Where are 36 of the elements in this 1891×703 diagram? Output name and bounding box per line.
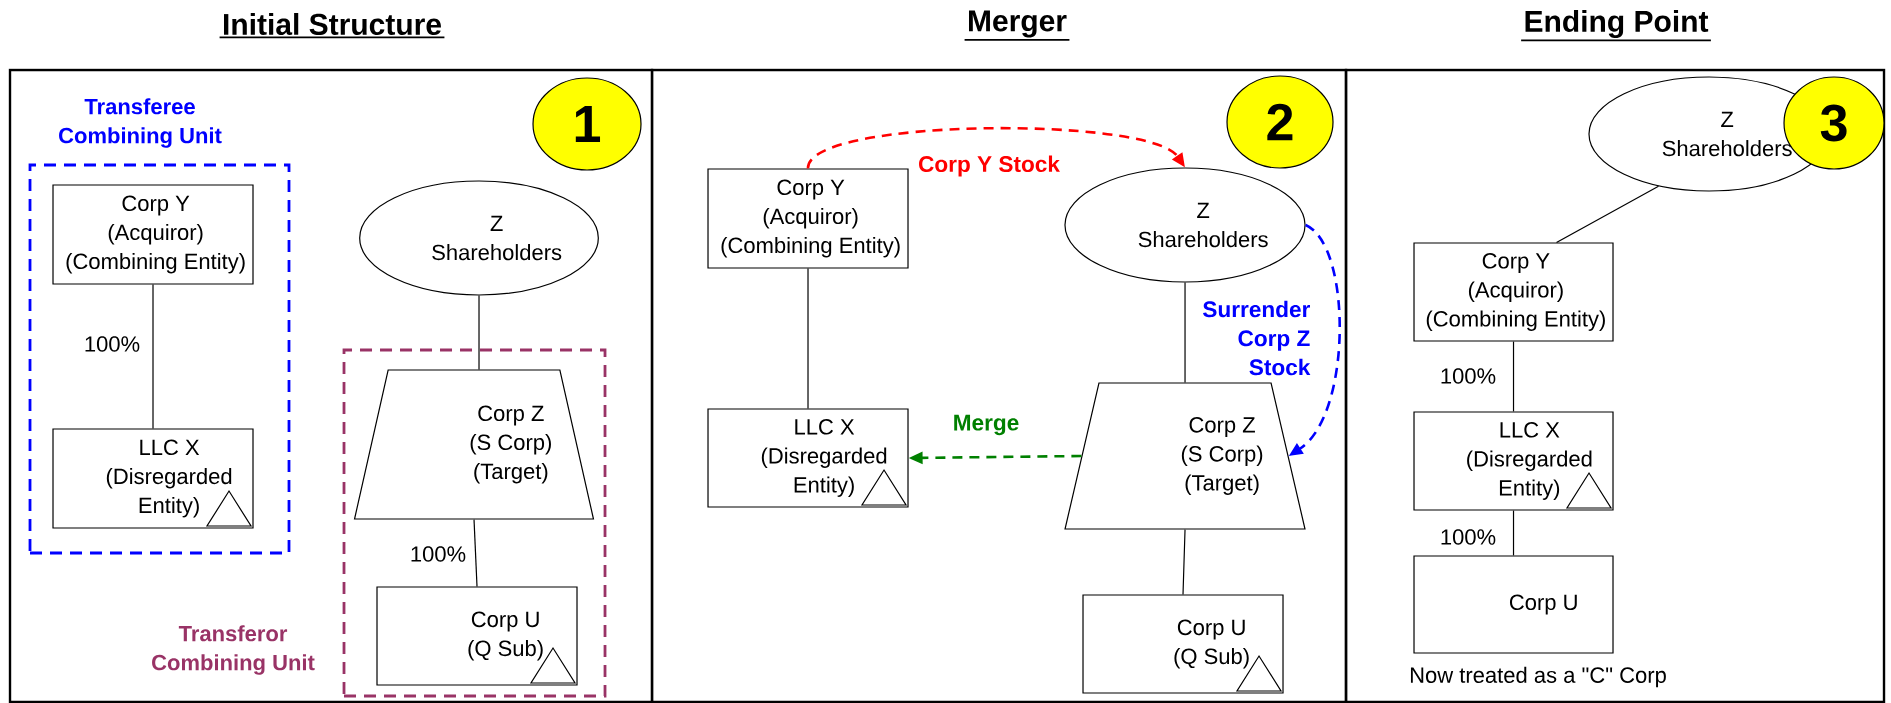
step-number-badge: 1	[532, 77, 642, 171]
edge-label: Surrender Corp Z Stock	[1197, 298, 1313, 378]
connector	[806, 127, 1185, 170]
corporation-trapezoid: Corp Z (S Corp) (Target)	[1064, 382, 1306, 530]
connector	[1512, 341, 1515, 412]
edge-label: Merge	[949, 412, 1023, 438]
entity-box: LLC X (Disregarded Entity)	[52, 428, 254, 529]
connector	[152, 284, 154, 429]
caption-text: Now treated as a "C" Corp	[1410, 666, 1666, 688]
step-number-badge: 2	[1226, 75, 1334, 169]
entity-box: Corp Y (Acquiror) (Combining Entity)	[52, 184, 254, 285]
entity-box: Corp Y (Acquiror) (Combining Entity)	[707, 168, 909, 269]
edge-label: 100%	[1437, 366, 1499, 386]
connector	[1555, 185, 1660, 243]
panel-heading: Initial Structure	[218, 13, 446, 39]
edge-label: 100%	[81, 334, 143, 354]
connector	[807, 268, 809, 409]
connector	[478, 295, 480, 370]
group-heading: Transferee Combining Unit	[59, 98, 222, 148]
connector	[473, 519, 478, 587]
entity-box: Corp Y (Acquiror) (Combining Entity)	[1413, 242, 1614, 342]
entity-box: Corp U	[1413, 555, 1614, 654]
entity-box: Corp U (Q Sub)	[376, 586, 578, 686]
entity-box: LLC X (Disregarded Entity)	[1413, 411, 1614, 511]
connector	[1184, 282, 1186, 383]
connector	[1182, 529, 1186, 595]
group-heading: Transferor Combining Unit	[152, 625, 315, 675]
entity-box: Corp U (Q Sub)	[1082, 594, 1284, 694]
edge-label: Corp Y Stock	[914, 153, 1064, 179]
edge-label: 100%	[1437, 527, 1499, 547]
panel-heading: Merger	[963, 10, 1071, 41]
corporation-trapezoid: Corp Z (S Corp) (Target)	[353, 369, 595, 520]
panel-heading: Ending Point	[1520, 9, 1712, 42]
entity-box: LLC X (Disregarded Entity)	[707, 408, 909, 508]
edge-label: 100%	[407, 544, 469, 564]
connector	[1512, 510, 1515, 556]
